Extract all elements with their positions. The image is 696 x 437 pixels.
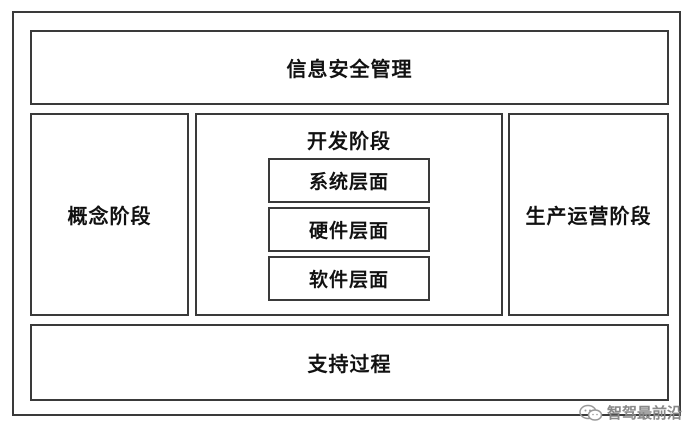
production-operation-stage-box: 生产运营阶段 — [508, 113, 669, 316]
system-layer-box: 系统层面 — [268, 158, 430, 203]
software-layer-box: 软件层面 — [268, 256, 430, 301]
info-security-management-box: 信息安全管理 — [30, 30, 669, 105]
system-layer-label: 系统层面 — [308, 171, 389, 193]
production-operation-stage-label: 生产运营阶段 — [525, 204, 652, 228]
support-process-label: 支持过程 — [307, 352, 392, 376]
hardware-layer-box: 硬件层面 — [268, 207, 430, 252]
info-security-management-label: 信息安全管理 — [286, 57, 413, 81]
software-layer-label: 软件层面 — [308, 269, 389, 291]
outer-frame — [12, 11, 681, 416]
watermark: 智驾最前沿 — [579, 402, 682, 423]
hardware-layer-label: 硬件层面 — [308, 220, 389, 242]
concept-stage-box: 概念阶段 — [30, 113, 189, 316]
concept-stage-label: 概念阶段 — [67, 204, 152, 228]
development-stage-label: 开发阶段 — [307, 129, 391, 153]
support-process-box: 支持过程 — [30, 324, 669, 401]
wechat-icon — [579, 404, 603, 421]
watermark-text: 智驾最前沿 — [606, 404, 682, 422]
